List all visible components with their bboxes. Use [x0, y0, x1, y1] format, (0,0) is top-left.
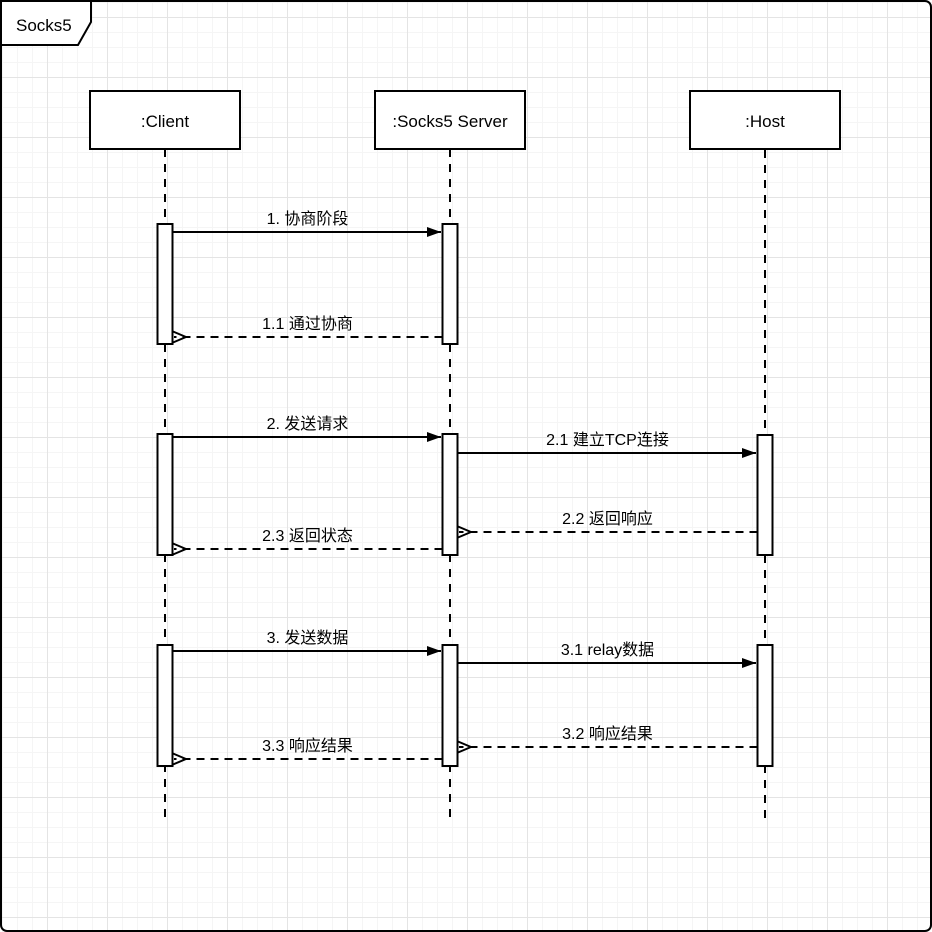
activation-server-3[interactable] — [441, 644, 459, 767]
message-3.2-label[interactable]: 3.2 响应结果 — [562, 724, 653, 743]
message-2.2-label[interactable]: 2.2 返回响应 — [562, 509, 653, 528]
activation-client-1[interactable] — [156, 223, 174, 345]
participant-server-box[interactable] — [374, 90, 526, 150]
participant-client-box[interactable] — [89, 90, 241, 150]
message-3-label[interactable]: 3. 发送数据 — [267, 629, 349, 647]
message-2.1-label[interactable]: 2.1 建立TCP连接 — [546, 431, 669, 449]
message-3.1-label[interactable]: 3.1 relay数据 — [561, 641, 654, 659]
activation-host-2[interactable] — [756, 434, 774, 556]
activation-client-2[interactable] — [156, 433, 174, 556]
message-2-label[interactable]: 2. 发送请求 — [267, 415, 349, 433]
message-1.1-label[interactable]: 1.1 通过协商 — [262, 315, 353, 333]
frame-title-tab[interactable]: Socks5 — [0, 0, 92, 46]
message-3.3-label[interactable]: 3.3 响应结果 — [262, 736, 353, 755]
frame-title-tab-shape[interactable] — [0, 0, 92, 46]
activation-server-1[interactable] — [441, 223, 459, 345]
participant-server[interactable]: :Socks5 Server — [374, 90, 526, 150]
message-1-label[interactable]: 1. 协商阶段 — [267, 210, 349, 228]
participant-host-box[interactable] — [689, 90, 841, 150]
participant-server-label: :Socks5 Server — [392, 112, 508, 131]
activation-server-2[interactable] — [441, 433, 459, 556]
message-2.3-label[interactable]: 2.3 返回状态 — [262, 527, 353, 545]
activation-host-3[interactable] — [756, 644, 774, 767]
activation-client-3[interactable] — [156, 644, 174, 767]
participant-host-label: :Host — [745, 112, 785, 131]
frame-title: Socks5 — [16, 16, 72, 35]
participant-client-label: :Client — [141, 112, 189, 131]
participant-host[interactable]: :Host — [689, 90, 841, 150]
participant-client[interactable]: :Client — [89, 90, 241, 150]
